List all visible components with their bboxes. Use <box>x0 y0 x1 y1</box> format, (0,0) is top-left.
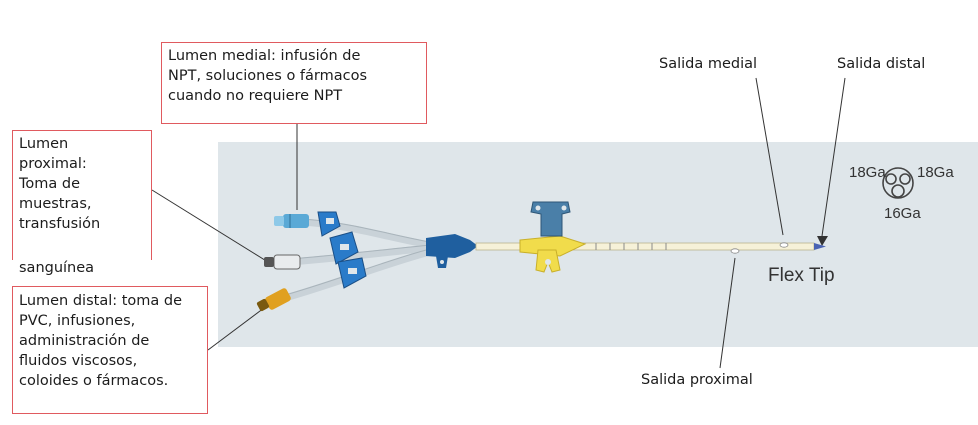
label-flex-tip: Flex Tip <box>768 265 835 286</box>
callout-lumen-distal: Lumen distal: toma de PVC, infusiones, a… <box>12 286 208 414</box>
leader-salida-proximal <box>719 257 736 369</box>
suture-wing <box>519 201 587 273</box>
label-salida-medial: Salida medial <box>659 56 758 72</box>
proximal-connector <box>264 254 301 270</box>
leader-proximal <box>151 189 269 263</box>
callout-lumen-medial: Lumen medial: infusión de NPT, solucione… <box>161 42 427 124</box>
distal-connector <box>256 288 291 312</box>
gauge-label-bottom: 16Ga <box>884 205 921 222</box>
catheter-tip <box>814 243 826 250</box>
label-salida-proximal: Salida proximal <box>641 372 753 388</box>
leader-salida-distal <box>821 77 846 237</box>
catheter-hub <box>426 234 478 268</box>
callout-lumen-proximal-tail: sanguínea <box>19 260 95 276</box>
arrowhead-salida-distal <box>817 236 828 246</box>
tube-clamps <box>317 211 367 289</box>
callout-lumen-proximal: Lumen proximal: Toma de muestras, transf… <box>12 130 152 260</box>
leader-distal <box>207 304 269 351</box>
gauge-label-right: 18Ga <box>917 164 954 181</box>
depth-marks <box>595 243 667 250</box>
salida-medial-port <box>779 242 789 248</box>
lumen-cross-section-icon <box>882 167 914 199</box>
salida-proximal-port <box>730 248 740 254</box>
gauge-label-left: 18Ga <box>849 164 886 181</box>
leader-salida-medial <box>755 77 784 236</box>
fastener-clip <box>530 201 571 237</box>
label-salida-distal: Salida distal <box>837 56 926 72</box>
medial-connector <box>274 214 309 228</box>
